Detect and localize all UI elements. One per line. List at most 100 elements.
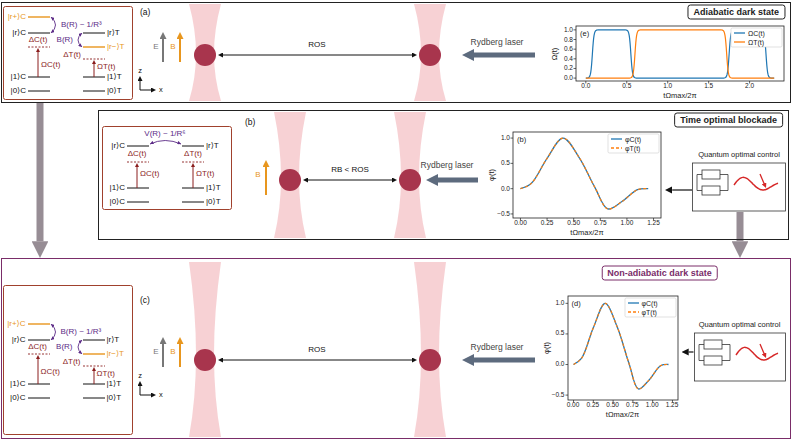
b-field-arrow <box>179 39 181 62</box>
panel-frame: Time optimal blockadeV(R) ~ 1/R⁶|r⟩CΔC(t… <box>98 110 789 240</box>
level-label: |0⟩T <box>107 394 122 402</box>
energy-level <box>28 33 50 34</box>
axis-label: tΩmax/2π <box>606 411 639 419</box>
distance-arrow <box>223 360 412 361</box>
feedback-loop <box>697 175 728 191</box>
laser-arrow <box>438 178 478 183</box>
legend-sample <box>734 41 745 42</box>
interaction-arrow <box>150 141 181 145</box>
tick-label: 1.00 <box>621 220 634 227</box>
tweezer-beam <box>189 262 221 437</box>
level-label: |0⟩C <box>10 394 25 402</box>
plot-frame <box>576 26 784 81</box>
tick-label: 0.0 <box>581 83 590 90</box>
inset-plot: (e)ΩC(t)ΩT(t)0.00.20.40.60.81.00.00.51.0… <box>548 22 788 101</box>
panel-heading: Non-adiabatic dark state <box>601 265 718 280</box>
control-box: Quantum optimal control <box>692 150 786 212</box>
tick-label: −0.5 <box>497 211 510 218</box>
legend-text: φT(t) <box>642 308 657 315</box>
tick <box>574 68 577 69</box>
tweezer-beam <box>189 4 221 101</box>
flow-arrow <box>737 212 744 241</box>
tick-label: 1.0 <box>663 83 672 90</box>
control-block <box>704 340 722 349</box>
atom <box>279 169 301 191</box>
plot-frame <box>568 296 678 400</box>
figure-label: B <box>170 43 175 51</box>
level-label: ΔT(t) <box>63 358 81 366</box>
level-label: ΔC(t) <box>128 150 147 158</box>
tick <box>511 213 514 214</box>
laser-transition <box>37 359 38 384</box>
figure-label: x <box>159 391 163 399</box>
diagram-frame <box>3 285 132 434</box>
control-heading: Quantum optimal control <box>698 151 780 159</box>
legend-box <box>625 298 676 317</box>
level-label: |1⟩C <box>110 184 125 192</box>
energy-level <box>28 397 50 398</box>
tick <box>574 49 577 50</box>
energy-level <box>127 188 149 189</box>
inset-plot: (b)φC(t)φT(t)−0.50.00.51.00.000.250.500.… <box>485 128 665 238</box>
tick-label: 0.2 <box>564 65 573 72</box>
level-label: V(R) ~ 1/R⁶ <box>144 130 185 138</box>
control-block <box>702 170 720 179</box>
laser-label: Rydberg laser <box>421 161 474 170</box>
b-field-arrow <box>265 167 267 195</box>
tick-label: 0.50 <box>567 220 580 227</box>
interaction-arrow <box>78 33 82 47</box>
laser-arrow <box>474 358 535 363</box>
level-label: |1⟩T <box>206 184 221 192</box>
tick-label: 0.00 <box>514 220 527 227</box>
level-label: |r⟩T <box>206 142 219 150</box>
tick <box>574 58 577 59</box>
figure-label: (c) <box>140 296 150 305</box>
axis-label: φ(t) <box>543 342 551 354</box>
feedback-loop <box>699 344 730 360</box>
energy-level <box>182 146 204 147</box>
level-label: ΩT(t) <box>196 170 214 178</box>
node-drawing <box>694 320 786 382</box>
level-label: ΩT(t) <box>97 63 115 71</box>
interaction-arrow <box>51 17 56 33</box>
energy-level <box>83 59 105 60</box>
plot-letter: (d) <box>572 300 581 308</box>
b-field-arrow <box>179 344 181 367</box>
energy-level <box>182 202 204 203</box>
laser-transition <box>94 64 95 77</box>
legend-sample <box>611 138 622 139</box>
energy-level <box>83 365 105 366</box>
figure-label: (b) <box>245 118 255 127</box>
energy-level <box>83 339 105 340</box>
tick-label: 0.5 <box>501 160 510 167</box>
energy-level <box>83 353 105 354</box>
plot-letter: (b) <box>517 136 526 144</box>
plot-frame <box>513 132 661 218</box>
tweezer-beam <box>394 112 426 238</box>
energy-level <box>28 47 50 48</box>
atom <box>194 44 216 66</box>
plot-letter: (e) <box>580 30 589 38</box>
control-box: Quantum optimal control <box>694 320 786 382</box>
laser-arrow <box>474 53 535 58</box>
figure-label: E <box>153 348 158 356</box>
energy-level <box>28 77 50 78</box>
laser-transition <box>93 371 94 384</box>
level-label: |1⟩C <box>11 73 26 81</box>
legend-text: φC(t) <box>625 136 641 143</box>
panel-frame: Non-adiabatic dark state|r+⟩C|r⟩CB(R) ~ … <box>1 258 791 439</box>
energy-level <box>83 91 105 92</box>
tick-label: 1.0 <box>564 27 573 34</box>
tick <box>511 163 514 164</box>
flow-arrow <box>689 351 694 352</box>
tick-label: 0.25 <box>586 402 599 409</box>
tweezer-beam <box>414 4 446 101</box>
axis-arrow <box>140 90 151 91</box>
axis-label: tΩmax/2π <box>663 92 696 100</box>
interaction-arrow <box>78 340 82 354</box>
legend-sample <box>734 32 745 33</box>
laser-label: Rydberg laser <box>471 343 524 352</box>
curve <box>520 138 648 209</box>
atom <box>419 349 441 371</box>
